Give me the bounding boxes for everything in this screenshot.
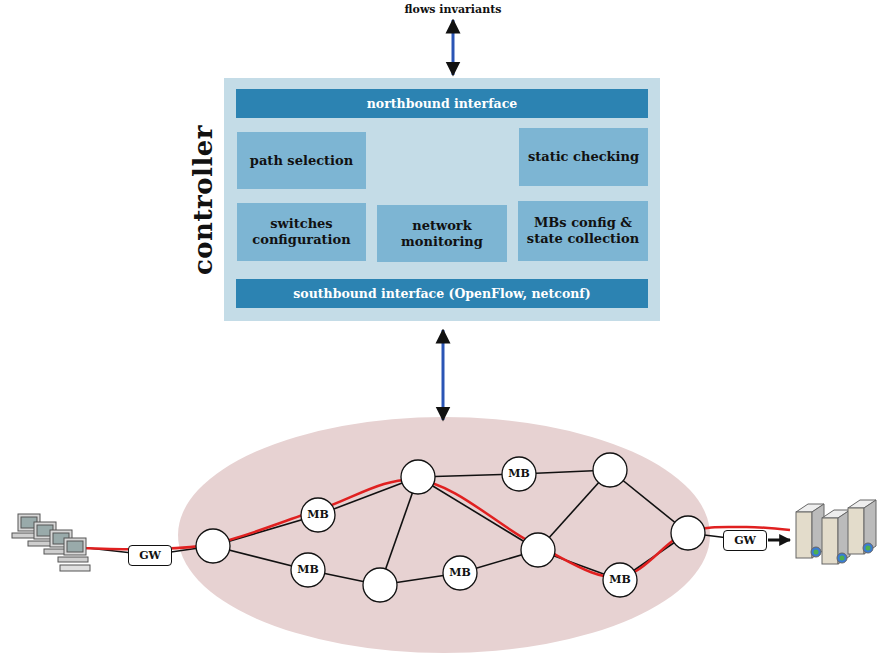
module-box: network monitoring: [377, 205, 507, 262]
node-label: MB: [297, 563, 318, 576]
interface-label: flows invariants: [405, 3, 502, 16]
node-label: GW: [139, 549, 161, 562]
gateway-box: GW: [723, 530, 767, 551]
middlebox-circle: MB: [290, 552, 326, 588]
module-box: path selection: [237, 132, 366, 189]
network-region: [178, 417, 710, 653]
switch-circle: [196, 529, 230, 563]
node-label: northbound interface: [367, 96, 517, 111]
network-links: [88, 470, 790, 585]
interface-bar: northbound interface: [236, 89, 648, 118]
node-label: MBs config & state collection: [523, 215, 643, 246]
interface-bar: southbound interface (OpenFlow, netconf): [236, 279, 648, 308]
flow-path: [80, 480, 790, 578]
switch-circles: [196, 453, 705, 602]
node-label: MB: [307, 508, 328, 521]
middlebox-circle: MB: [300, 497, 336, 533]
gateway-box: GW: [128, 545, 172, 566]
southbound-arrow: [442, 330, 445, 420]
module-box: MBs config & state collection: [518, 201, 648, 261]
module-box: static checking: [519, 128, 648, 186]
node-label: MB: [449, 566, 470, 579]
flow-path-line: [80, 480, 790, 578]
node-label: switches configuration: [242, 216, 361, 247]
node-label: southbound interface (OpenFlow, netconf): [293, 286, 590, 301]
module-box: switches configuration: [237, 203, 366, 261]
middlebox-circle: MB: [442, 555, 478, 591]
node-label: path selection: [250, 153, 353, 169]
node-label: MB: [609, 573, 630, 586]
switch-circle: [363, 568, 397, 602]
client-computers: [12, 514, 90, 571]
switch-circle: [593, 453, 627, 487]
middlebox-circle: MB: [501, 456, 537, 492]
node-label: MB: [508, 467, 529, 480]
controller-heading: controller: [188, 124, 218, 274]
switch-circle: [671, 516, 705, 550]
northbound-arrow: [452, 20, 455, 75]
switch-circle: [401, 460, 435, 494]
controller-panel: controllernorthbound interfacepath selec…: [224, 78, 660, 321]
switch-circle: [521, 533, 555, 567]
middlebox-circle: MB: [602, 562, 638, 598]
node-label: static checking: [528, 149, 639, 165]
node-label: GW: [734, 534, 756, 547]
server-link: [768, 539, 790, 542]
servers: [796, 500, 876, 564]
node-label: network monitoring: [382, 218, 502, 249]
